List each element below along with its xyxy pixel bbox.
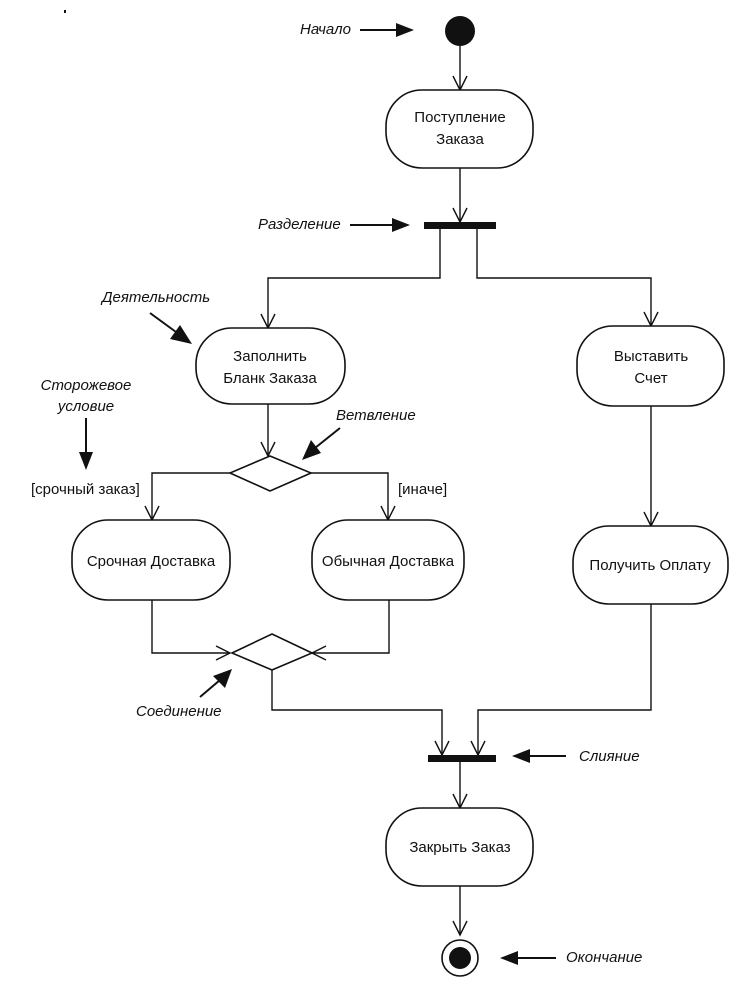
activity-receive-payment: Получить Оплату — [572, 525, 729, 605]
final-node — [441, 939, 479, 977]
callout-label: Деятельность — [100, 289, 210, 306]
flow-merge-join — [271, 670, 443, 755]
callout-activity: Деятельность — [100, 289, 210, 344]
activity-receive-order: Поступление Заказа — [385, 89, 534, 169]
flow-branch-overnight — [151, 472, 230, 520]
scan-speck — [64, 10, 66, 13]
initial-node — [445, 16, 475, 46]
arrowhead — [452, 920, 468, 937]
activity-send-invoice: Выставить Счет — [576, 325, 725, 407]
activity-label: Заполнить — [233, 348, 307, 365]
callout-arrowhead — [213, 669, 232, 688]
callout-arrowhead — [79, 452, 93, 470]
callout-arrowhead — [392, 218, 410, 232]
activity-label: Получить Оплату — [589, 557, 711, 574]
callout-fork: Разделение — [258, 216, 410, 233]
fork-bar — [424, 222, 496, 229]
flow-fork-invoice — [476, 228, 652, 326]
join-bar — [428, 755, 496, 762]
callout-label: Начало — [300, 21, 351, 38]
activity-label: Срочная Доставка — [87, 553, 216, 570]
activity-label: Бланк Заказа — [223, 370, 317, 387]
flow-branch-regular — [311, 472, 389, 520]
callout-merge: Соединение — [136, 669, 232, 720]
arrowhead — [215, 645, 232, 661]
callout-start: Начало — [300, 21, 414, 38]
flow-arrowheads — [144, 75, 659, 937]
activity-label: Заказа — [436, 131, 484, 148]
activity-fill-order: Заполнить Бланк Заказа — [195, 327, 346, 405]
callout-arrowhead — [170, 325, 192, 344]
callout-label: Ветвление — [336, 407, 416, 424]
callout-end: Окончание — [500, 949, 642, 966]
callout-label: Слияние — [579, 748, 640, 765]
callout-label: условие — [57, 398, 114, 415]
guard-urgent: [срочный заказ] — [31, 481, 140, 498]
activity-regular-delivery: Обычная Доставка — [311, 519, 465, 601]
callout-branch: Ветвление — [302, 407, 416, 460]
activity-label: Обычная Доставка — [322, 553, 455, 570]
callout-label: Соединение — [136, 703, 222, 720]
flows — [151, 46, 652, 935]
callout-label: Разделение — [258, 216, 341, 233]
flow-payment-join — [477, 604, 652, 755]
merge-diamond — [230, 633, 314, 671]
callout-guard: Сторожевое условие — [41, 377, 132, 470]
flow-fork-fill — [267, 228, 441, 328]
callout-arrowhead — [512, 749, 530, 763]
activity-label: Счет — [634, 370, 667, 387]
callout-arrowhead — [302, 440, 321, 460]
callout-label: Окончание — [566, 949, 642, 966]
guard-else: [иначе] — [398, 481, 447, 498]
activity-label: Выставить — [614, 348, 689, 365]
flow-overnight-merge — [151, 600, 230, 654]
activity-label: Поступление — [414, 109, 505, 126]
activity-overnight-delivery: Срочная Доставка — [71, 519, 231, 601]
callout-label: Сторожевое — [41, 377, 132, 394]
activity-label: Закрыть Заказ — [409, 839, 510, 856]
callout-join: Слияние — [512, 748, 640, 765]
callout-arrowhead — [500, 951, 518, 965]
activity-close-order: Закрыть Заказ — [385, 807, 534, 887]
callout-arrowhead — [396, 23, 414, 37]
flow-regular-merge — [312, 600, 390, 654]
decision-diamond — [228, 455, 314, 492]
